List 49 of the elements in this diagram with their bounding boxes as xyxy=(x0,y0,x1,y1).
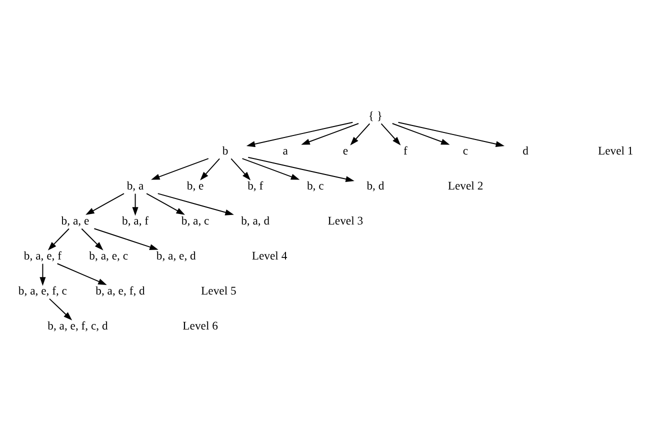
arrow xyxy=(230,158,251,180)
node-text: b, a xyxy=(126,180,144,193)
arrow xyxy=(146,193,185,215)
arrow xyxy=(56,263,107,285)
node-text: c xyxy=(462,144,468,158)
arrow xyxy=(94,228,158,250)
arrow xyxy=(398,122,505,148)
node-text: e xyxy=(342,144,348,158)
node-text: b, d xyxy=(366,180,384,193)
arrow xyxy=(301,123,360,145)
node-text: b, a, e, d xyxy=(156,250,196,263)
arrow xyxy=(350,123,370,146)
label: Level 5 xyxy=(201,284,236,298)
label: Level 2 xyxy=(448,180,484,193)
node-text: { } xyxy=(368,110,383,123)
node-text: b, a, c xyxy=(181,214,210,228)
arrow xyxy=(40,263,46,286)
node-text: b, a, e, f, d xyxy=(96,284,145,298)
node-text: b, a, f xyxy=(122,214,149,228)
arrow xyxy=(246,122,354,148)
arrow xyxy=(157,193,234,216)
arrow xyxy=(248,156,354,182)
arrow xyxy=(86,193,124,215)
node-text: f xyxy=(404,144,408,158)
arrow xyxy=(81,228,104,250)
node-text: b xyxy=(222,144,228,158)
node-text: b, a, e xyxy=(61,214,90,228)
arrow xyxy=(392,123,450,145)
node-text: b, c xyxy=(306,180,324,193)
label: Level 1 xyxy=(598,144,634,158)
arrow xyxy=(242,158,300,180)
label: Level 4 xyxy=(252,250,288,263)
node-text: b, a, d xyxy=(241,214,270,228)
node-text: b, a, e, f, c xyxy=(18,284,67,298)
node-text: b, e xyxy=(186,180,204,193)
node-text: b, a, e, c xyxy=(89,250,128,263)
label: Level 3 xyxy=(328,214,364,228)
node-text: b, a, e, f xyxy=(24,250,62,263)
label: Level 6 xyxy=(182,320,218,333)
node-text: d xyxy=(522,144,528,158)
arrow xyxy=(132,193,138,216)
arrow xyxy=(200,158,220,180)
arrow xyxy=(48,228,70,250)
node-text: b, a, e, f, c, d xyxy=(48,320,108,333)
node-text: b, f xyxy=(248,180,264,193)
node-text: a xyxy=(282,144,288,158)
arrow xyxy=(151,158,209,180)
arrow xyxy=(380,123,401,146)
arrow xyxy=(48,298,72,320)
